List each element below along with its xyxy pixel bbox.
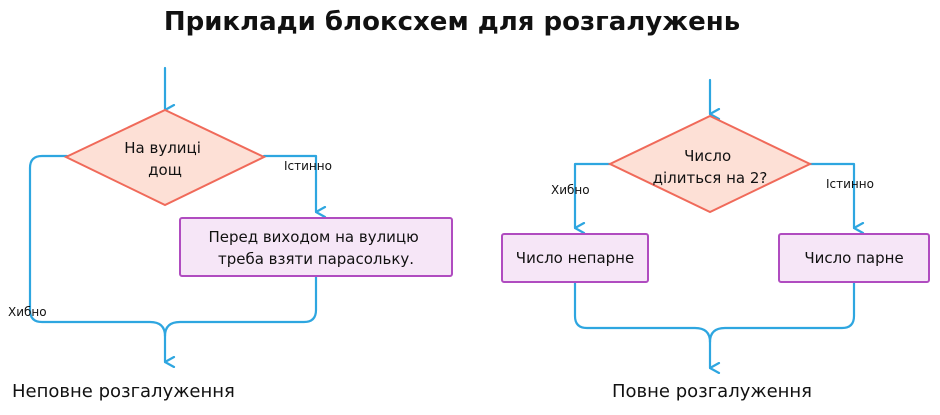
incomplete-branching-flowchart: На вулиці дощ Істинно Хибно Перед виходо… [8,66,453,402]
left-true-edge [262,154,316,212]
right-decision-diamond [607,114,813,214]
left-process-line-2: треба взяти парасольку. [218,250,414,268]
complete-branching-flowchart: Число ділиться на 2? Хибно Істинно Число… [501,78,930,402]
right-false-edge [573,162,612,228]
right-decision-label: Число ділиться на 2? [653,147,768,187]
right-decision-line-2: ділиться на 2? [653,169,768,187]
right-caption: Повне розгалуження [612,381,812,402]
left-false-label: Хибно [8,305,47,319]
page-title: Приклади блоксхем для розгалужень [164,7,740,37]
right-false-exit-edge [573,281,712,344]
right-true-label: Істинно [826,177,874,191]
left-caption: Неповне розгалуження [12,381,235,402]
right-false-process-box [501,233,649,283]
right-true-process-box [778,233,930,283]
left-true-label: Істинно [284,159,332,173]
right-true-process-label: Число парне [804,249,903,267]
right-false-process-label: Число непарне [516,249,634,267]
right-true-exit-edge [708,281,856,344]
left-decision-diamond [63,108,267,207]
left-false-edge [28,154,167,338]
left-process-line-1: Перед виходом на вулицю [208,228,418,246]
left-decision-line-2: дощ [148,161,182,179]
left-process-box [179,217,453,277]
left-decision-line-1: На вулиці [124,139,201,157]
right-decision-line-1: Число [684,147,731,165]
right-true-edge [808,162,854,228]
right-false-label: Хибно [551,183,590,197]
left-process-exit-edge [163,274,318,338]
left-process-label: Перед виходом на вулицю треба взяти пара… [208,228,423,268]
left-decision-label: На вулиці дощ [124,139,205,179]
